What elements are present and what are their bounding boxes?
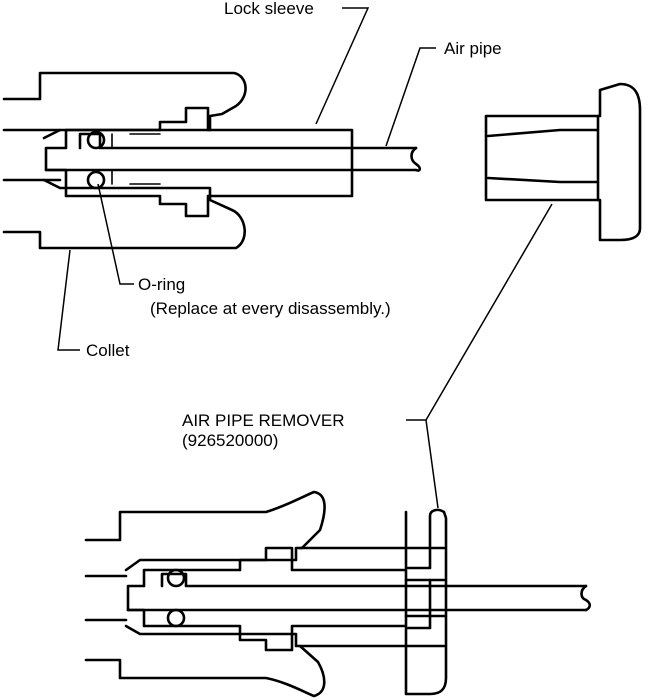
top-assembly: [2, 71, 422, 250]
remover-tool-fitted: [404, 508, 448, 696]
label-collet: Collet: [86, 341, 130, 360]
sleeve-step-lines: [111, 133, 161, 185]
collet-body-top: [2, 71, 247, 140]
air-pipe-break-end: [410, 146, 422, 172]
o-ring-lower: [86, 170, 106, 190]
leader-air-pipe: [385, 47, 436, 147]
leader-collet: [57, 249, 80, 351]
label-remover-part-no: (926520000): [182, 431, 278, 450]
lock-sleeve: [44, 106, 354, 218]
bottom-assembly: [84, 490, 592, 698]
collet-body-bottom: [2, 178, 246, 250]
remover-tool-fitted-inner: [298, 546, 446, 648]
remover-tool-body: [484, 82, 642, 242]
leader-lines: [57, 7, 553, 509]
leader-remover-top: [406, 203, 553, 421]
collet-bottom-view-top: [84, 490, 326, 572]
label-o-ring: O-ring: [138, 275, 185, 294]
label-air-pipe: Air pipe: [444, 39, 502, 58]
o-ring-bottom-upper: [166, 568, 186, 588]
collet-bottom-view-bottom: [84, 624, 326, 698]
o-ring-bottom-lower: [166, 608, 186, 628]
remover-tool-bore: [486, 114, 600, 202]
o-ring-upper: [86, 130, 106, 150]
air-pipe-bottom-break: [580, 584, 592, 612]
label-remover-name: AIR PIPE REMOVER: [182, 411, 344, 430]
leader-remover-bottom: [425, 419, 439, 509]
labels: Lock sleeve Air pipe O-ring (Replace at …: [86, 0, 502, 450]
leader-lock-sleeve: [315, 7, 370, 125]
label-lock-sleeve: Lock sleeve: [224, 0, 314, 18]
air-pipe-remover-tool: [484, 82, 642, 242]
bottom-tube-walls: [84, 574, 128, 622]
label-o-ring-note: (Replace at every disassembly.): [150, 299, 391, 318]
air-pipe-bottom-view: [126, 572, 588, 612]
air-pipe-top: [78, 132, 418, 150]
leader-o-ring: [97, 183, 134, 285]
